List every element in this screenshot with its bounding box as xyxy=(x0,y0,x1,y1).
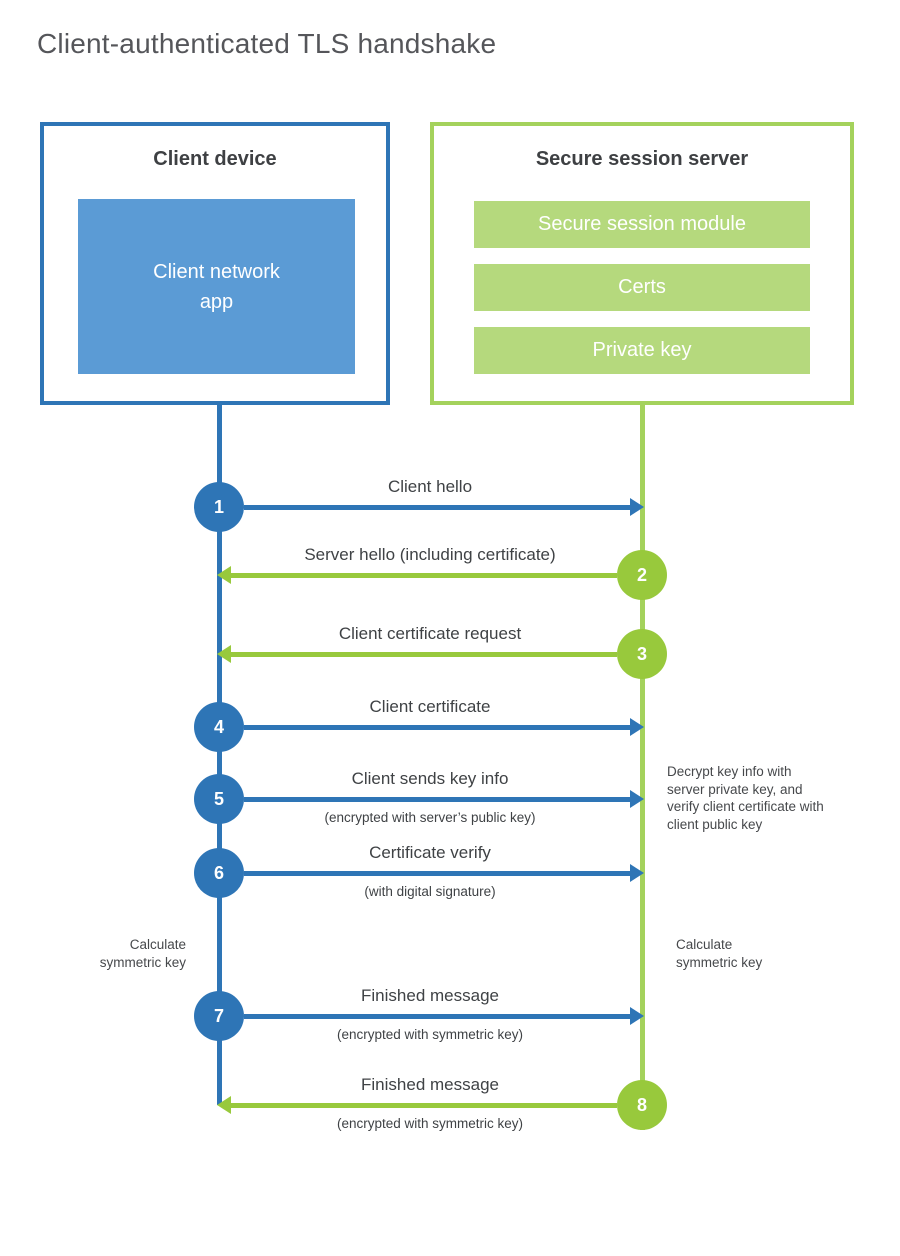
step-number-badge: 8 xyxy=(617,1080,667,1130)
arrow-right-icon xyxy=(630,790,644,808)
message-subtitle: (encrypted with server’s public key) xyxy=(324,810,536,825)
message-label: Server hello (including certificate) xyxy=(304,545,556,564)
arrow-left-icon xyxy=(217,645,231,663)
arrow-line xyxy=(244,1014,631,1019)
note-calculate-symmetric-key-server: Calculate symmetric key xyxy=(676,937,763,970)
secure-session-server-box: Secure session server Secure session mod… xyxy=(430,122,854,405)
arrow-line xyxy=(230,573,617,578)
arrow-line xyxy=(230,1103,617,1108)
step-number-badge: 3 xyxy=(617,629,667,679)
arrow-line xyxy=(244,871,631,876)
step-number-badge: 5 xyxy=(194,774,244,824)
step-number-badge: 2 xyxy=(617,550,667,600)
message-label: Finished message xyxy=(361,1075,499,1094)
client-device-box: Client device Client network app xyxy=(40,122,390,405)
step-number-badge: 4 xyxy=(194,702,244,752)
server-module-certs: Certs xyxy=(474,264,810,311)
page-title: Client-authenticated TLS handshake xyxy=(37,28,497,59)
server-module-secure-session-module: Secure session module xyxy=(474,201,810,248)
note-calculate-symmetric-key-client: Calculate symmetric key xyxy=(99,937,186,970)
arrow-left-icon xyxy=(217,566,231,584)
step-number-badge: 6 xyxy=(194,848,244,898)
arrow-right-icon xyxy=(630,498,644,516)
arrow-line xyxy=(230,652,617,657)
message-subtitle: (encrypted with symmetric key) xyxy=(336,1027,524,1042)
server-module-private-key: Private key xyxy=(474,327,810,374)
client-network-app-box: Client network app xyxy=(78,199,355,374)
note-decrypt-key-info: Decrypt key info with server private key… xyxy=(667,764,824,832)
message-label: Client certificate request xyxy=(338,624,522,643)
client-lifeline xyxy=(217,405,222,1105)
message-label: Finished message xyxy=(361,986,499,1005)
server-lifeline xyxy=(640,405,645,1130)
client-app-label-line1: Client network xyxy=(153,260,280,283)
message-label: Client hello xyxy=(387,477,473,496)
arrow-right-icon xyxy=(630,718,644,736)
message-label: Certificate verify xyxy=(369,843,491,862)
message-subtitle: (with digital signature) xyxy=(364,884,496,899)
step-number-badge: 1 xyxy=(194,482,244,532)
message-label: Client certificate xyxy=(369,697,491,716)
arrow-line xyxy=(244,725,631,730)
step-number-badge: 7 xyxy=(194,991,244,1041)
arrow-line xyxy=(244,505,631,510)
server-title: Secure session server xyxy=(535,148,749,170)
arrow-right-icon xyxy=(630,1007,644,1025)
message-subtitle: (encrypted with symmetric key) xyxy=(336,1116,524,1131)
message-label: Client sends key info xyxy=(351,769,509,788)
arrow-right-icon xyxy=(630,864,644,882)
client-device-title: Client device xyxy=(153,148,277,170)
arrow-line xyxy=(244,797,631,802)
client-app-label-line2: app xyxy=(199,290,234,313)
arrow-left-icon xyxy=(217,1096,231,1114)
